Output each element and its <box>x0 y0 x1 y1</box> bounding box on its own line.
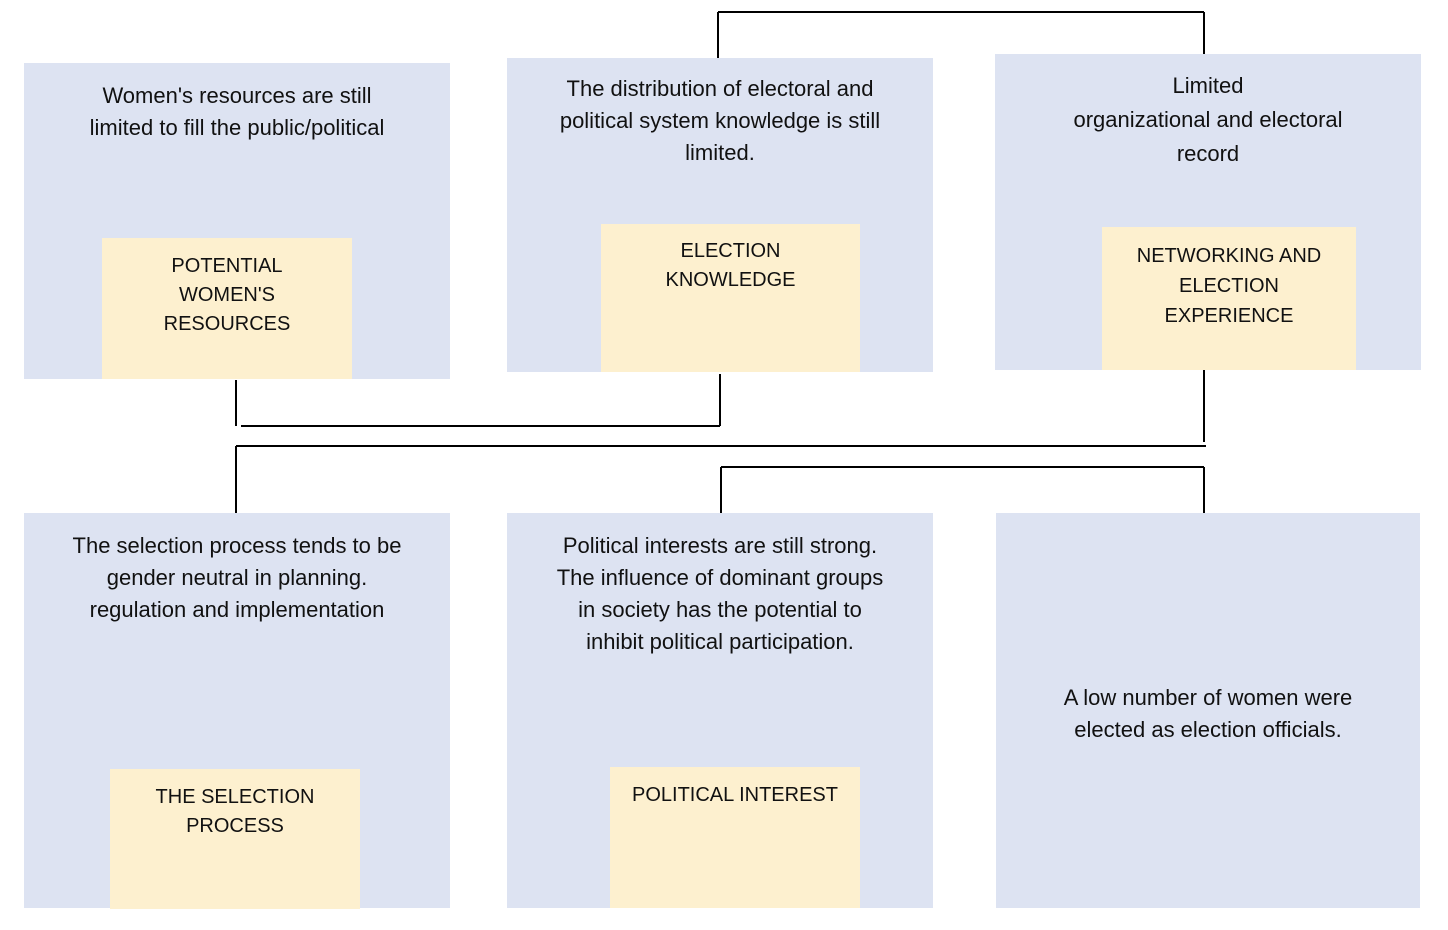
box-description: Limited organizational and electoral rec… <box>1073 73 1343 166</box>
box-potential-womens-resources: Women's resources are still limited to f… <box>24 63 450 379</box>
label-election-knowledge: ELECTION KNOWLEDGE <box>601 224 860 372</box>
label-selection-process: THE SELECTION PROCESS <box>110 769 360 909</box>
label-text: POTENTIAL WOMEN'S RESOURCES <box>163 255 291 335</box>
label-text: ELECTION KNOWLEDGE <box>665 240 796 291</box>
label-networking-election-experience: NETWORKING AND ELECTION EXPERIENCE <box>1102 227 1356 370</box>
box-outcome-low-women-elected: A low number of women were elected as el… <box>996 513 1420 908</box>
box-networking-election-experience: Limited organizational and electoral rec… <box>995 54 1421 370</box>
label-text: POLITICAL INTEREST <box>632 784 838 806</box>
box-description: The selection process tends to be gender… <box>72 533 402 622</box>
box-description: Women's resources are still limited to f… <box>89 83 385 140</box>
box-description: The distribution of electoral and politi… <box>559 76 881 165</box>
label-text: THE SELECTION PROCESS <box>155 786 315 837</box>
box-selection-process: The selection process tends to be gender… <box>24 513 450 909</box>
box-description: Political interests are still strong. Th… <box>556 533 884 654</box>
label-political-interest: POLITICAL INTEREST <box>610 767 860 908</box>
label-text: NETWORKING AND ELECTION EXPERIENCE <box>1136 245 1322 327</box>
box-election-knowledge: The distribution of electoral and politi… <box>507 58 933 372</box>
label-potential-womens-resources: POTENTIAL WOMEN'S RESOURCES <box>102 238 352 379</box>
box-political-interest: Political interests are still strong. Th… <box>507 513 933 908</box>
box-description: A low number of women were elected as el… <box>1063 685 1353 742</box>
